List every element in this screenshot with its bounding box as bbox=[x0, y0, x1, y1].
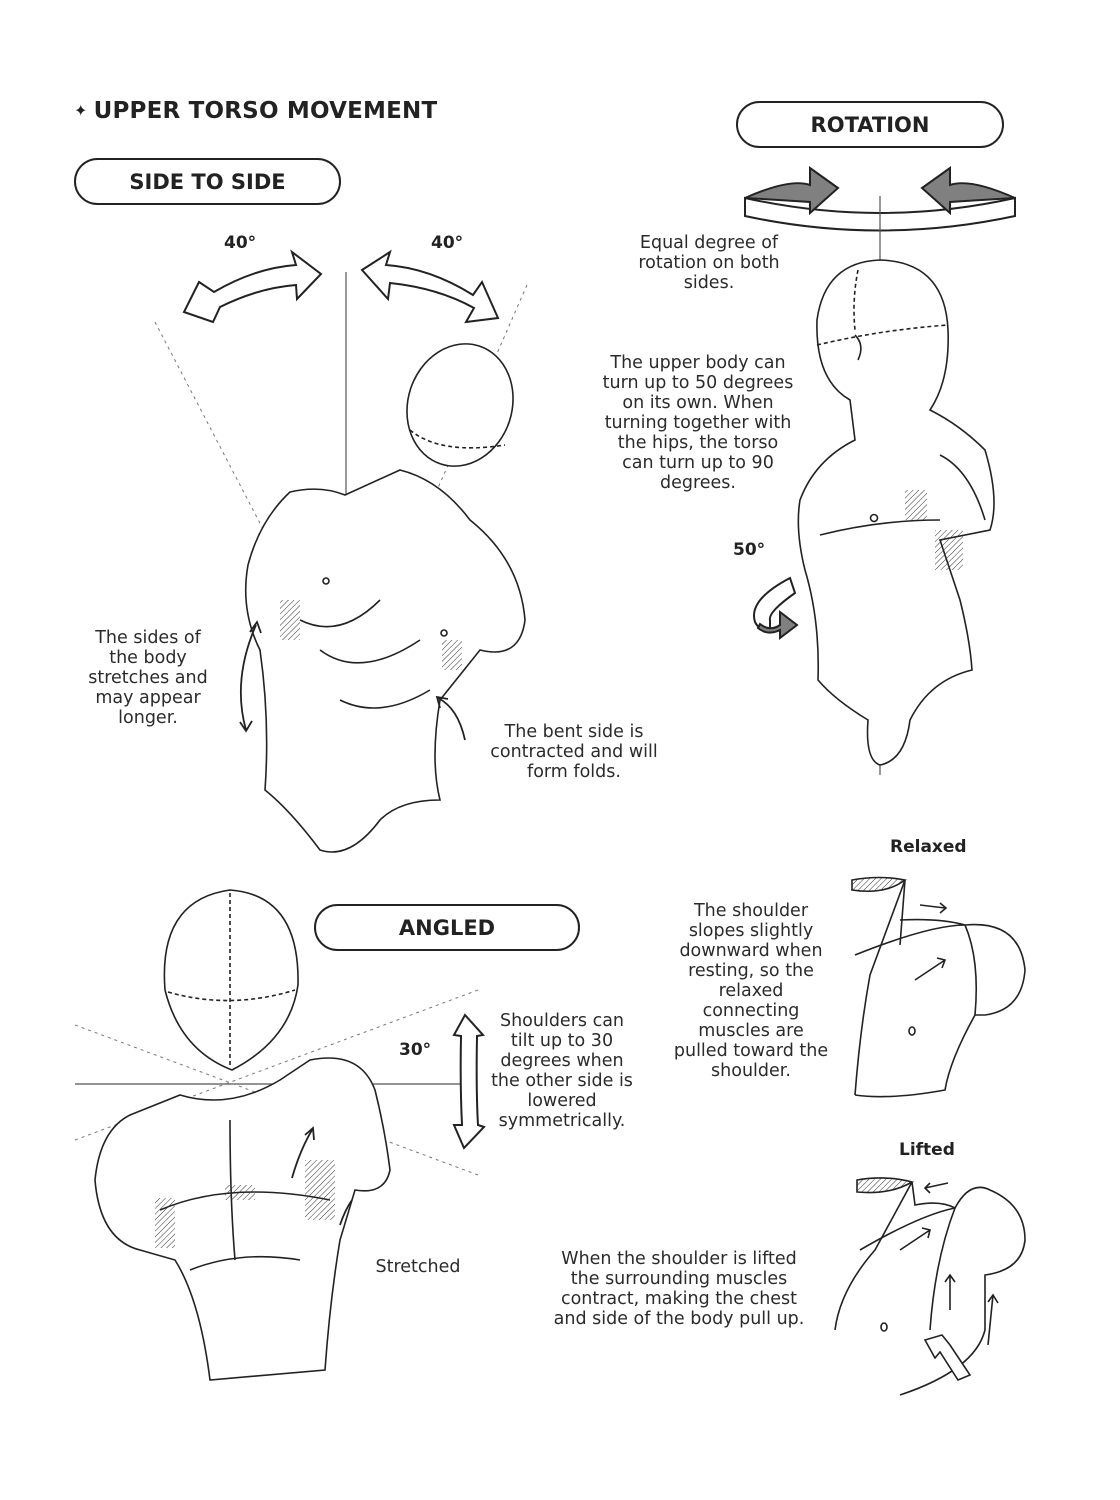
note-relaxed-shoulder: The shoulder slopes slightly downward wh… bbox=[673, 901, 829, 1081]
label-lifted: Lifted bbox=[899, 1140, 955, 1160]
note-turn-limit: The upper body can turn up to 50 degrees… bbox=[602, 353, 794, 493]
side-to-side-figure bbox=[154, 272, 528, 853]
note-shoulder-tilt: Shoulders can tilt up to 30 degrees when… bbox=[491, 1011, 633, 1131]
angle-label-rotation: 50° bbox=[733, 540, 766, 560]
section-label-side-to-side: SIDE TO SIDE bbox=[74, 158, 341, 205]
note-equal-rotation: Equal degree of rotation on both sides. bbox=[638, 233, 780, 293]
note-bent-side: The bent side is contracted and will for… bbox=[490, 722, 658, 782]
label-relaxed: Relaxed bbox=[890, 837, 967, 857]
note-lifted-shoulder: When the shoulder is lifted the surround… bbox=[553, 1249, 805, 1329]
lifted-shoulder-figure bbox=[834, 1177, 1026, 1396]
four-point-star-icon: ✦ bbox=[74, 101, 88, 120]
arrow-left-double-icon bbox=[182, 249, 323, 324]
arrow-right-double-icon bbox=[360, 249, 500, 324]
tilt-double-arrow-icon bbox=[452, 1013, 486, 1150]
angle-label-tilt: 30° bbox=[399, 1040, 432, 1060]
note-sides-stretch: The sides of the body stretches and may … bbox=[88, 628, 208, 728]
page-title: ✦ UPPER TORSO MOVEMENT bbox=[74, 98, 437, 124]
rotation-50-arrow-icon bbox=[753, 576, 799, 641]
section-label-rotation: ROTATION bbox=[736, 101, 1004, 148]
rotation-figure bbox=[797, 196, 995, 775]
relaxed-shoulder-figure bbox=[851, 876, 1026, 1098]
angle-label-right: 40° bbox=[431, 233, 464, 253]
angle-label-left: 40° bbox=[224, 233, 257, 253]
section-label-angled: ANGLED bbox=[314, 904, 580, 951]
page-title-text: UPPER TORSO MOVEMENT bbox=[93, 98, 438, 124]
label-stretched: Stretched bbox=[375, 1257, 461, 1277]
angled-figure bbox=[74, 889, 479, 1381]
